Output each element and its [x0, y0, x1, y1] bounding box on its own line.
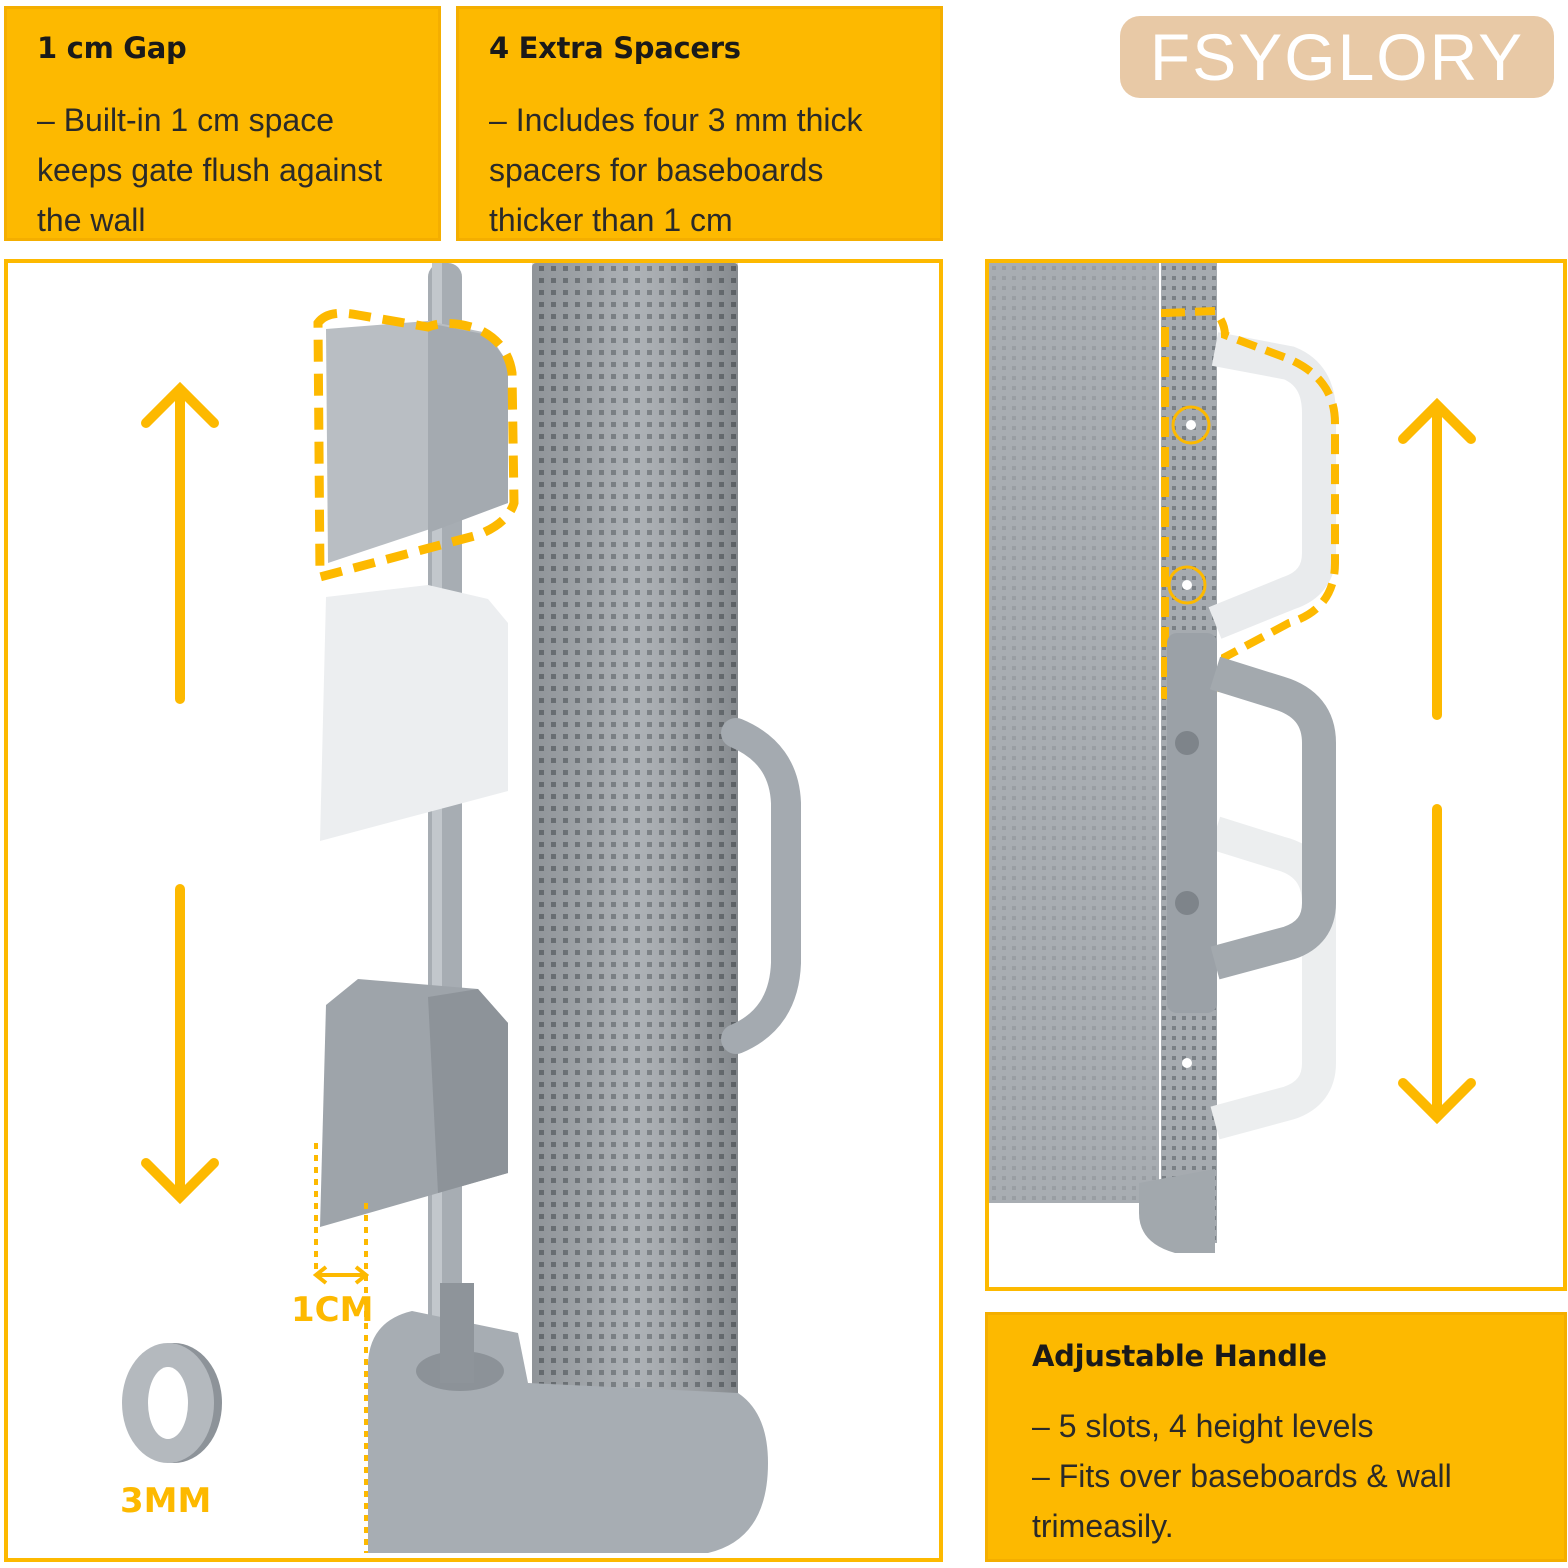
spacers-line-2: spacers for baseboards: [489, 152, 824, 188]
down-arrow-icon: [141, 884, 219, 1205]
gap-info-box: 1 cm Gap – Built-in 1 cm space keeps gat…: [4, 6, 441, 241]
handle-illustration-panel: [985, 259, 1567, 1291]
gap-line-2: keeps gate flush against: [37, 152, 383, 188]
up-arrow-icon: [141, 381, 219, 704]
pole-foot: [1139, 1169, 1215, 1253]
handle-line-2: – Fits over baseboards & wall: [1032, 1458, 1452, 1494]
gap-title: 1 cm Gap: [37, 31, 187, 65]
ghost-bracket: [320, 585, 508, 841]
gap-dimension: [314, 1143, 368, 1553]
down-arrow-icon: [1398, 804, 1476, 1125]
spacers-line-3: thicker than 1 cm: [489, 202, 733, 238]
handle-highlight-outline: [1161, 306, 1339, 700]
spacers-title: 4 Extra Spacers: [489, 31, 741, 65]
handle-line-1: – 5 slots, 4 height levels: [1032, 1408, 1374, 1444]
gap-illustration-panel: 1CM 3MM: [4, 259, 943, 1562]
gap-line-1: – Built-in 1 cm space: [37, 102, 335, 138]
brand-name: FSYGLORY: [1149, 20, 1525, 94]
handle-illustration: [989, 263, 1476, 1253]
ghost-handle: [1208, 332, 1336, 639]
spacer-ring-icon: [122, 1343, 222, 1463]
handle-title: Adjustable Handle: [1032, 1339, 1327, 1373]
gap-measure-label: 1CM: [291, 1290, 374, 1330]
up-arrow-icon: [1398, 397, 1476, 720]
handle-bracket: [1167, 633, 1217, 1013]
handle-line-3: trimeasily.: [1032, 1508, 1174, 1544]
spacer-thickness-label: 3MM: [120, 1481, 212, 1521]
adjustable-handle: [1209, 656, 1336, 980]
gate-gap-illustration: [122, 263, 801, 1553]
spacers-line-1: – Includes four 3 mm thick: [489, 102, 863, 138]
handle-info-box: Adjustable Handle – 5 slots, 4 height le…: [985, 1312, 1567, 1562]
gap-line-3: the wall: [37, 202, 146, 238]
brand-logo: FSYGLORY: [1120, 16, 1554, 98]
spacers-info-box: 4 Extra Spacers – Includes four 3 mm thi…: [456, 6, 943, 241]
gate-handle: [721, 718, 801, 1054]
